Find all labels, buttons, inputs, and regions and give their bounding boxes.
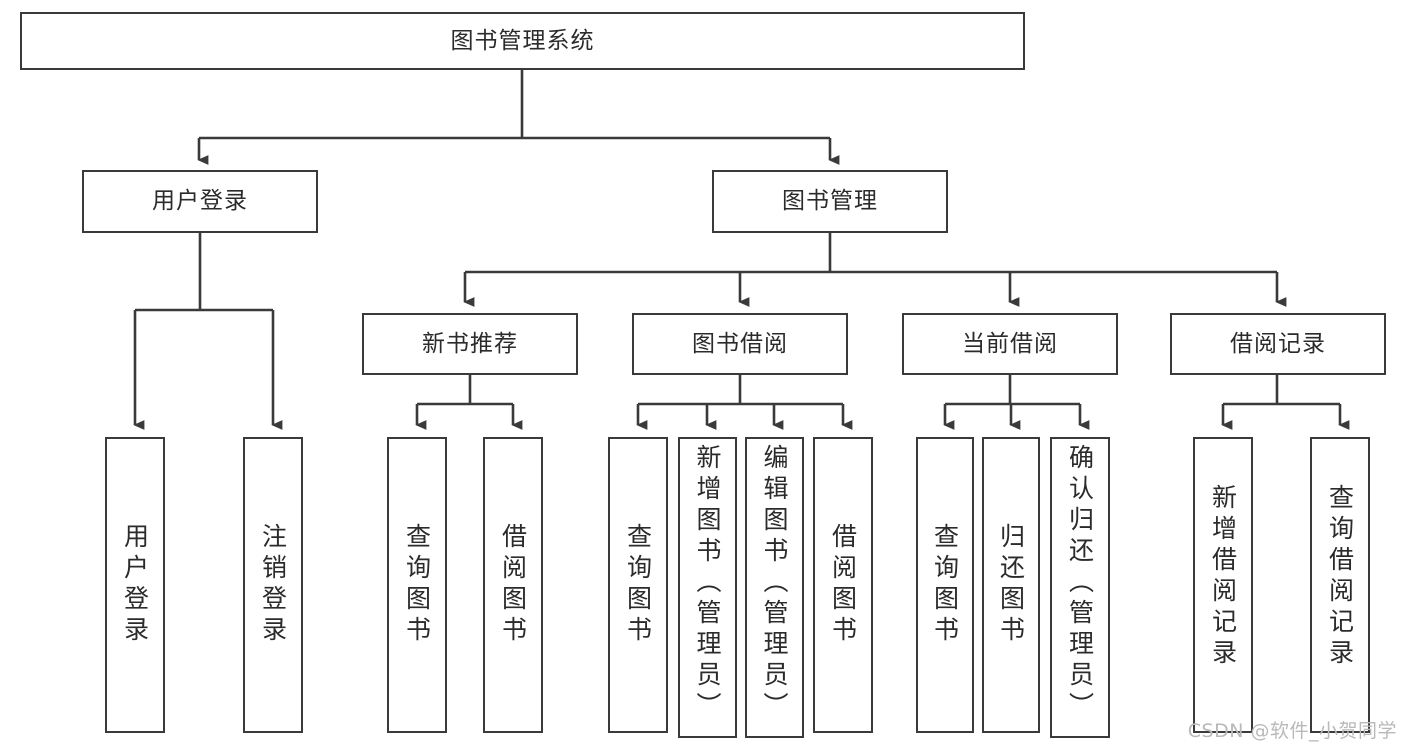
node-user-login[interactable]: 用户登录 (82, 170, 318, 233)
node-label: 借阅图书 (498, 523, 528, 647)
node-label: 确认归还（管理员） (1065, 444, 1095, 723)
leaf-query-borrow-record[interactable]: 查询借阅记录 (1310, 437, 1370, 733)
leaf-user-login[interactable]: 用户登录 (105, 437, 165, 733)
node-label: 当前借阅 (962, 330, 1058, 357)
node-new-book-recommend[interactable]: 新书推荐 (362, 313, 578, 375)
node-label: 注销登录 (258, 523, 288, 647)
node-root-book-management-system[interactable]: 图书管理系统 (20, 12, 1025, 70)
node-label: 新增图书（管理员） (693, 444, 722, 723)
node-book-borrow[interactable]: 图书借阅 (632, 313, 848, 375)
node-label: 图书管理系统 (450, 27, 595, 54)
node-label: 新增借阅记录 (1208, 484, 1238, 670)
node-label: 图书借阅 (692, 330, 788, 357)
node-label: 查询图书 (402, 523, 432, 647)
leaf-logout[interactable]: 注销登录 (243, 437, 303, 733)
leaf-borrow-book-recommend[interactable]: 借阅图书 (483, 437, 543, 733)
leaf-confirm-return-admin[interactable]: 确认归还（管理员） (1050, 437, 1110, 738)
node-label: 新书推荐 (422, 330, 518, 357)
node-label: 编辑图书（管理员） (760, 444, 789, 723)
leaf-query-book-recommend[interactable]: 查询图书 (387, 437, 447, 733)
node-label: 借阅记录 (1230, 330, 1326, 357)
node-label: 归还图书 (996, 523, 1026, 647)
leaf-edit-book-admin[interactable]: 编辑图书（管理员） (745, 437, 804, 738)
node-label: 查询借阅记录 (1325, 484, 1355, 670)
leaf-add-borrow-record[interactable]: 新增借阅记录 (1193, 437, 1253, 733)
node-label: 图书管理 (782, 188, 878, 215)
node-label: 用户登录 (120, 523, 150, 647)
node-label: 查询图书 (623, 523, 653, 647)
csdn-watermark: CSDN @软件_小贺同学 (1187, 720, 1397, 742)
node-borrow-record[interactable]: 借阅记录 (1170, 313, 1386, 375)
node-label: 借阅图书 (828, 523, 858, 647)
leaf-query-book-current[interactable]: 查询图书 (916, 437, 974, 733)
leaf-return-book[interactable]: 归还图书 (982, 437, 1040, 733)
node-label: 用户登录 (152, 188, 248, 215)
leaf-borrow-book[interactable]: 借阅图书 (813, 437, 873, 733)
leaf-add-book-admin[interactable]: 新增图书（管理员） (678, 437, 737, 738)
node-book-management[interactable]: 图书管理 (712, 170, 948, 233)
node-label: 查询图书 (930, 523, 960, 647)
node-current-borrow[interactable]: 当前借阅 (902, 313, 1118, 375)
leaf-query-book-borrow[interactable]: 查询图书 (608, 437, 668, 733)
